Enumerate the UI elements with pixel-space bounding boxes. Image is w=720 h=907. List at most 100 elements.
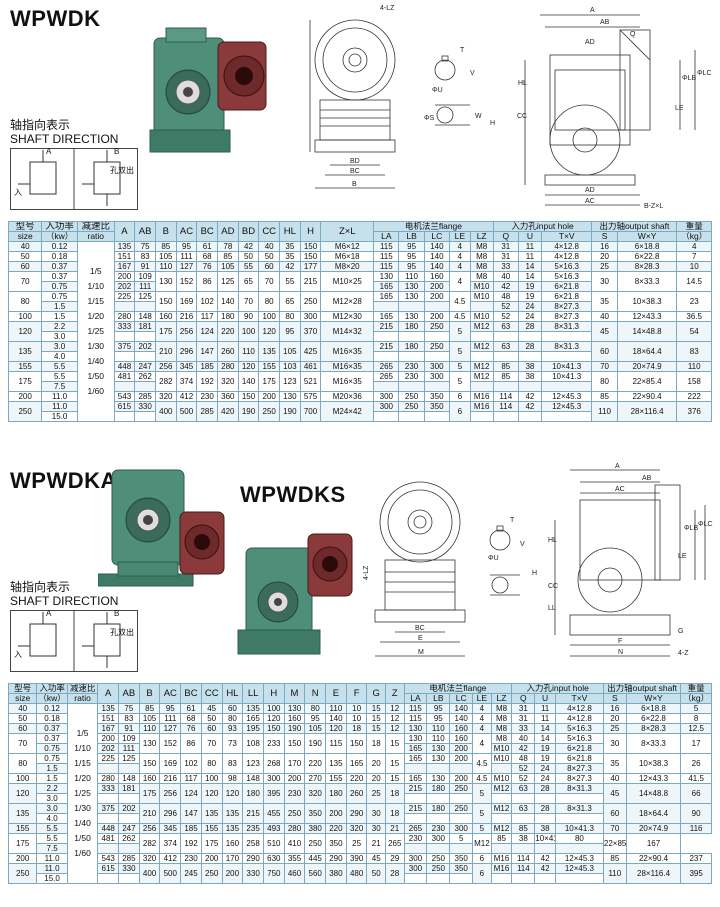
table-cell: 78 [217, 241, 239, 252]
table-cell: 42 [534, 863, 556, 874]
table-cell [554, 813, 604, 824]
table-cell [134, 351, 156, 362]
table-cell: 102 [196, 291, 218, 312]
table-cell: 40 [602, 773, 627, 784]
table-cell: 5×16.3 [540, 261, 593, 272]
table-cell: 8×27.3 [554, 773, 604, 784]
table-cell: 265 [384, 833, 405, 854]
table-cell: 14 [517, 261, 542, 272]
table-cell [540, 331, 593, 342]
table-cell: 5 [448, 371, 471, 392]
table-cell: M8×20 [320, 261, 375, 272]
table-cell: 150 [138, 753, 161, 774]
table-cell: 330 [118, 863, 140, 874]
th2-q: Q [511, 693, 536, 704]
table-cell: 258 [242, 833, 264, 854]
table-cell: 20×74.9 [616, 361, 678, 372]
table-cell: 265 [373, 361, 400, 372]
table-cell [403, 763, 428, 774]
table-cell: 125 [118, 753, 140, 764]
th-size: 型号 [7, 221, 43, 232]
table-cell: 10×38.3 [625, 753, 682, 774]
table-cell: 160 [221, 833, 244, 854]
table-cell: 50 [237, 251, 260, 262]
table-cell: 160 [283, 713, 306, 724]
table-cell: 260 [345, 783, 368, 804]
table-cell: 220 [304, 753, 327, 774]
table-cell: 202 [134, 341, 156, 352]
table-cell: 123 [279, 371, 301, 392]
title-wpwdk: WPWDK [10, 6, 101, 31]
table-cell: 25 [345, 833, 368, 854]
shaft-direction-diagram-2 [10, 610, 138, 672]
table-row: 15.0 [9, 873, 712, 884]
table-cell: 150 [237, 391, 260, 402]
table-cell: 85 [492, 371, 519, 382]
table-cell: 4 [676, 241, 712, 252]
table-cell: 6 [448, 391, 471, 402]
table-cell: 521 [299, 371, 322, 392]
table-cell: 35 [279, 241, 301, 252]
table-cell: 3.0 [41, 341, 78, 352]
table-cell: 95 [426, 713, 451, 724]
table-cell [118, 873, 140, 884]
table-cell: 70 [237, 291, 260, 312]
table-cell [534, 843, 556, 854]
table-cell: 180 [325, 783, 347, 804]
th2-m: M [283, 683, 306, 704]
table-cell: 167 [113, 261, 136, 272]
th-output-shaft: 出力轴output shaft [591, 221, 678, 232]
table-cell: 105 [217, 261, 239, 272]
table-cell [469, 351, 494, 362]
table-cell: 83 [676, 341, 712, 362]
table-cell: 5.5 [36, 823, 68, 834]
table-cell [373, 381, 400, 392]
table-cell [554, 843, 604, 854]
table-cell: 147 [196, 341, 218, 362]
table-cell: 160 [138, 773, 161, 784]
table-cell: 15.0 [36, 873, 68, 884]
th2-ratio: 减速比 [66, 683, 99, 694]
table-cell: 245 [180, 863, 202, 884]
table-cell: 370 [299, 321, 322, 342]
table-cell: 615 [97, 863, 120, 874]
table-cell: M8 [469, 261, 494, 272]
table-cell: 115 [373, 241, 400, 252]
table-cell: 215 [242, 803, 264, 824]
th2-wxy: W×Y [625, 693, 682, 704]
th2-s: S [602, 693, 627, 704]
table-cell: 5 [449, 833, 474, 844]
table-cell: 320 [345, 823, 368, 834]
table-cell: 247 [118, 823, 140, 834]
table-cell: 75 [134, 241, 156, 252]
table-cell: 100 [262, 703, 285, 714]
table-cell: 31 [492, 251, 519, 262]
table-cell: 140 [423, 251, 450, 262]
th2-bc: BC [180, 683, 202, 704]
table-cell: 181 [134, 321, 156, 332]
table-cell: 350 [325, 833, 347, 854]
table-cell: 320 [138, 853, 161, 864]
table-cell [540, 351, 593, 362]
th2-weight-unit: （kg） [680, 693, 712, 704]
table-cell: 448 [97, 823, 120, 834]
table-cell [490, 793, 513, 804]
gearbox-photo-wpwdka [98, 469, 225, 587]
table-cell: 105 [279, 341, 301, 362]
table-cell: 17 [680, 733, 712, 754]
table-cell: 40 [492, 271, 519, 282]
table-cell: 0.12 [36, 703, 68, 714]
table-cell: 150 [262, 723, 285, 734]
table-cell [373, 331, 400, 342]
table-cell [97, 873, 120, 884]
table-cell: 135 [221, 803, 244, 824]
spec-table-wpwdk: 型号 入功率 减速比 A AB B AC BC AD BD CC HL H Z×… [7, 221, 712, 422]
table-cell: 110 [325, 703, 347, 714]
table-cell [398, 331, 425, 342]
